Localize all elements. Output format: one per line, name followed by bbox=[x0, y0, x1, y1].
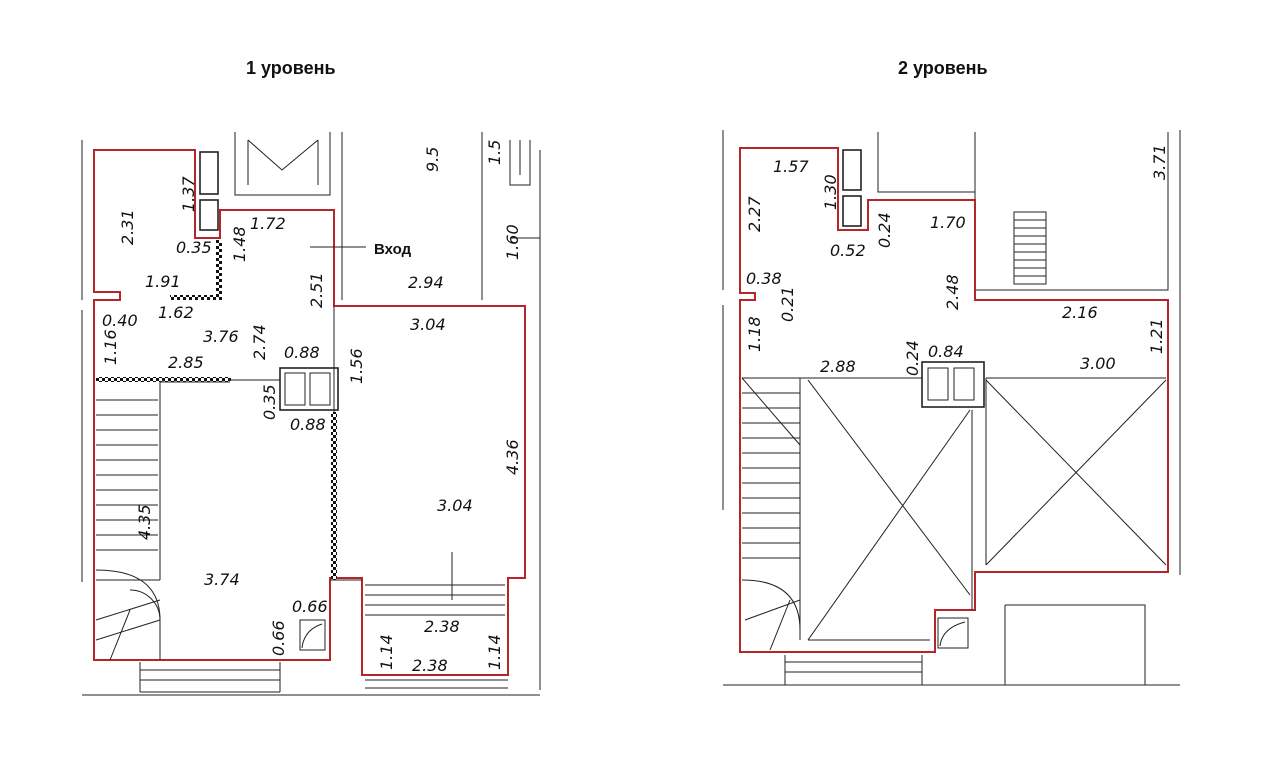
dim-label: 1.91 bbox=[145, 272, 181, 291]
dim-label: 4.35 bbox=[135, 504, 154, 540]
dim-label: 2.16 bbox=[1062, 303, 1098, 322]
level-2-outline bbox=[739, 147, 1169, 653]
vent-shaft bbox=[842, 195, 862, 227]
staircase bbox=[741, 377, 801, 651]
dim-label: 0.84 bbox=[928, 342, 964, 361]
dim-label: 1.5 bbox=[485, 140, 504, 165]
dim-label: 1.18 bbox=[745, 316, 764, 352]
dim-label: 2.74 bbox=[250, 324, 269, 360]
dim-label: 1.48 bbox=[230, 226, 249, 262]
dim-label: 1.21 bbox=[1147, 318, 1166, 354]
vent-shaft bbox=[842, 149, 862, 191]
dim-label: 2.38 bbox=[424, 617, 460, 636]
dim-label: 3.74 bbox=[204, 570, 240, 589]
dim-label: 9.5 bbox=[423, 147, 442, 172]
dim-label: 3.71 bbox=[1150, 144, 1169, 180]
dim-label: 0.66 bbox=[269, 620, 288, 656]
dim-label: 1.62 bbox=[158, 303, 194, 322]
dim-label: 3.04 bbox=[410, 315, 446, 334]
level-2-title: 2 уровень bbox=[898, 58, 988, 78]
dim-label: 1.57 bbox=[773, 157, 809, 176]
dim-label: 0.21 bbox=[778, 286, 797, 322]
dim-label: 1.70 bbox=[930, 213, 966, 232]
void-opening bbox=[799, 377, 1167, 641]
dim-label: 3.04 bbox=[437, 496, 473, 515]
staircase-top bbox=[1013, 211, 1047, 285]
dim-label: 1.14 bbox=[377, 634, 396, 670]
level-1-title: 1 уровень bbox=[246, 58, 336, 78]
dim-label: 0.24 bbox=[875, 212, 894, 248]
dim-label: 1.37 bbox=[179, 176, 198, 212]
dim-label: 0.66 bbox=[292, 597, 328, 616]
level-1-plan: Вход 2.31 1.37 1.72 1.48 0.35 1.91 1.62 … bbox=[81, 132, 541, 696]
dim-label: 2.27 bbox=[745, 196, 764, 232]
dim-label: 0.40 bbox=[102, 311, 138, 330]
partition-wall bbox=[170, 295, 222, 300]
dim-label: 1.56 bbox=[347, 348, 366, 384]
dim-label: 2.51 bbox=[307, 272, 326, 308]
dim-label: 4.36 bbox=[503, 439, 522, 475]
dim-label: 1.16 bbox=[101, 329, 120, 365]
vent-shaft bbox=[199, 151, 219, 195]
dim-label: 0.88 bbox=[290, 415, 326, 434]
level-2-plan: 1.57 1.30 2.27 0.24 1.70 3.71 0.52 0.38 … bbox=[722, 130, 1181, 686]
entrance-label: Вход bbox=[374, 241, 412, 258]
dim-label: 2.31 bbox=[118, 209, 137, 245]
dim-label: 3.00 bbox=[1080, 354, 1116, 373]
dim-label: 2.94 bbox=[408, 273, 444, 292]
partition-wall bbox=[216, 240, 222, 298]
staircase bbox=[95, 399, 161, 661]
partition-wall bbox=[96, 377, 231, 382]
dim-label: 0.88 bbox=[284, 343, 320, 362]
dim-label: 2.85 bbox=[168, 353, 204, 372]
dim-label: 2.88 bbox=[820, 357, 856, 376]
dim-label: 0.52 bbox=[830, 241, 866, 260]
vent-shaft bbox=[279, 367, 339, 411]
vent-shaft bbox=[921, 361, 985, 408]
dim-label: 0.35 bbox=[260, 384, 279, 420]
dim-label: 2.38 bbox=[412, 656, 448, 675]
dim-label: 0.38 bbox=[746, 269, 782, 288]
dim-label: 1.60 bbox=[503, 224, 522, 260]
vent-shaft bbox=[199, 199, 219, 231]
partition-wall bbox=[331, 412, 337, 580]
dim-label: 1.14 bbox=[485, 634, 504, 670]
dim-label: 3.76 bbox=[203, 327, 239, 346]
dim-label: 0.24 bbox=[903, 340, 922, 376]
level-1-outline bbox=[93, 149, 526, 676]
dim-label: 0.35 bbox=[176, 238, 212, 257]
dim-label: 1.72 bbox=[250, 214, 286, 233]
dim-label: 2.48 bbox=[943, 274, 962, 310]
dim-label: 1.30 bbox=[821, 174, 840, 210]
